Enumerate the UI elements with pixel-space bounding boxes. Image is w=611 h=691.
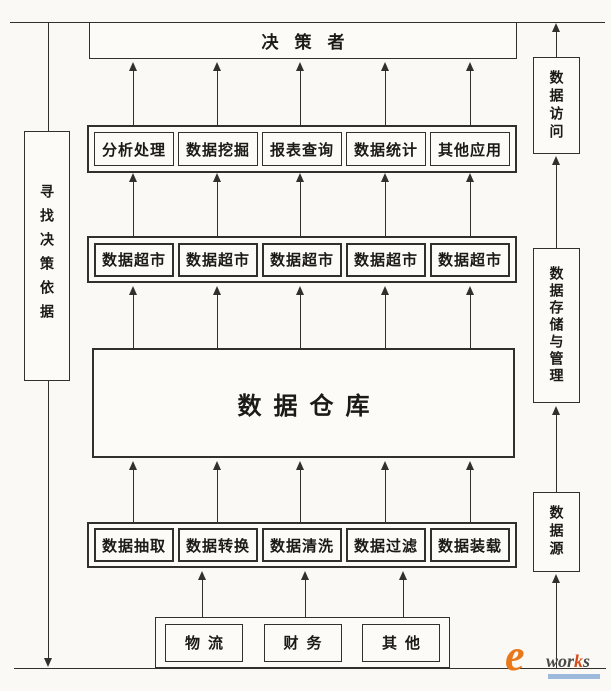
arrow-sources-to-etl-line: [403, 578, 404, 617]
arrow-access-to-topline-line: [556, 30, 557, 57]
etl-box: 数据过滤: [346, 528, 426, 562]
data-mart-box: 数据超市: [346, 242, 426, 277]
data-mart-box: 数据超市: [178, 242, 258, 277]
arrow-bottomline-to-source-arrowhead: [552, 574, 560, 583]
arrow-marts-to-apps-line: [217, 180, 218, 236]
arrow-marts-to-apps-arrowhead: [466, 173, 474, 182]
arrow-storage-to-access-line: [556, 163, 557, 248]
application-box: 分析处理: [94, 132, 174, 166]
data-source-label: 数据源: [548, 505, 565, 559]
arrow-warehouse-to-marts-arrowhead: [296, 286, 304, 295]
data-marts-layer-container: 数据超市 数据超市 数据超市 数据超市 数据超市: [87, 236, 517, 283]
data-mart-box: 数据超市: [430, 242, 510, 277]
arrow-marts-to-apps-line: [133, 180, 134, 236]
arrow-etl-to-warehouse-arrowhead: [129, 461, 137, 470]
sources-layer-container: 物流 财务 其他: [155, 617, 450, 668]
arrow-apps-to-decision-arrowhead: [213, 62, 221, 71]
arrow-warehouse-to-marts-arrowhead: [129, 286, 137, 295]
application-box: 报表查询: [262, 132, 342, 166]
arrow-marts-to-apps-arrowhead: [296, 173, 304, 182]
left-feedback-line-arrowhead: [44, 658, 52, 667]
data-warehouse-box: 数据仓库: [92, 348, 515, 458]
eworks-logo-wor: wor: [546, 651, 575, 671]
arrow-warehouse-to-marts-line: [133, 293, 134, 348]
etl-box: 数据装载: [430, 528, 510, 562]
arrow-marts-to-apps-line: [385, 180, 386, 236]
arrow-etl-to-warehouse-line: [217, 468, 218, 522]
arrow-etl-to-warehouse-line: [133, 468, 134, 522]
arrow-etl-to-warehouse-line: [300, 468, 301, 522]
bottom-flow-line: [14, 668, 606, 669]
arrow-storage-to-access-arrowhead: [552, 156, 560, 165]
decision-maker-box: 决策者: [89, 22, 517, 59]
application-box: 数据统计: [346, 132, 426, 166]
arrow-apps-to-decision-line: [217, 69, 218, 125]
data-storage-management-label: 数据存储与管理: [548, 266, 565, 385]
arrow-access-to-topline-arrowhead: [552, 23, 560, 32]
arrow-etl-to-warehouse-arrowhead: [296, 461, 304, 470]
decision-maker-label: 决策者: [261, 33, 361, 52]
arrow-sources-to-etl-line: [305, 578, 306, 617]
data-mart-box: 数据超市: [262, 242, 342, 277]
left-side-label-box: 寻找决策依据: [24, 131, 70, 381]
arrow-warehouse-to-marts-line: [217, 293, 218, 348]
eworks-logo-text: works: [546, 651, 590, 672]
arrow-apps-to-decision-line: [133, 69, 134, 125]
source-box: 财务: [263, 623, 342, 662]
arrow-etl-to-warehouse-arrowhead: [381, 461, 389, 470]
arrow-marts-to-apps-line: [300, 180, 301, 236]
source-box: 物流: [165, 623, 243, 662]
data-storage-management-box: 数据存储与管理: [533, 248, 580, 403]
source-box: 其他: [362, 623, 440, 662]
data-source-box: 数据源: [533, 492, 580, 572]
arrow-warehouse-to-marts-line: [385, 293, 386, 348]
arrow-apps-to-decision-arrowhead: [129, 62, 137, 71]
arrow-apps-to-decision-line: [470, 69, 471, 125]
arrow-sources-to-etl-arrowhead: [198, 571, 206, 580]
data-access-box: 数据访问: [533, 57, 580, 154]
data-warehouse-label: 数据仓库: [237, 392, 382, 420]
eworks-logo: e works: [501, 634, 609, 690]
arrow-etl-to-warehouse-line: [470, 468, 471, 522]
data-access-label: 数据访问: [548, 69, 565, 142]
arrow-source-to-storage-arrowhead: [552, 406, 560, 415]
eworks-logo-s: s: [583, 651, 591, 671]
arrow-apps-to-decision-arrowhead: [381, 62, 389, 71]
arrow-marts-to-apps-arrowhead: [381, 173, 389, 182]
arrow-sources-to-etl-arrowhead: [301, 571, 309, 580]
application-box: 数据挖掘: [178, 132, 258, 166]
eworks-logo-k: k: [574, 651, 584, 671]
etl-layer-container: 数据抽取 数据转换 数据清洗 数据过滤 数据装载: [87, 522, 517, 568]
arrow-etl-to-warehouse-line: [385, 468, 386, 522]
arrow-etl-to-warehouse-arrowhead: [213, 461, 221, 470]
arrow-warehouse-to-marts-line: [470, 293, 471, 348]
arrow-apps-to-decision-arrowhead: [466, 62, 474, 71]
arrow-warehouse-to-marts-line: [300, 293, 301, 348]
arrow-sources-to-etl-arrowhead: [399, 571, 407, 580]
arrow-apps-to-decision-arrowhead: [296, 62, 304, 71]
arrow-marts-to-apps-line: [470, 180, 471, 236]
arrow-warehouse-to-marts-arrowhead: [466, 286, 474, 295]
arrow-apps-to-decision-line: [385, 69, 386, 125]
applications-layer-container: 分析处理 数据挖掘 报表查询 数据统计 其他应用: [87, 125, 517, 173]
etl-box: 数据抽取: [94, 528, 174, 562]
application-box: 其他应用: [430, 132, 510, 166]
arrow-warehouse-to-marts-arrowhead: [381, 286, 389, 295]
arrow-apps-to-decision-line: [300, 69, 301, 125]
arrow-etl-to-warehouse-arrowhead: [466, 461, 474, 470]
data-mart-box: 数据超市: [94, 242, 174, 277]
left-side-label: 寻找决策依据: [39, 184, 55, 328]
arrow-warehouse-to-marts-arrowhead: [213, 286, 221, 295]
etl-box: 数据转换: [178, 528, 258, 562]
eworks-logo-underline: [548, 674, 600, 679]
arrow-source-to-storage-line: [556, 413, 557, 492]
arrow-bottomline-to-source-line: [556, 581, 557, 668]
eworks-logo-e: e: [505, 631, 525, 680]
etl-box: 数据清洗: [262, 528, 342, 562]
arrow-marts-to-apps-arrowhead: [129, 173, 137, 182]
arrow-marts-to-apps-arrowhead: [213, 173, 221, 182]
arrow-sources-to-etl-line: [202, 578, 203, 617]
